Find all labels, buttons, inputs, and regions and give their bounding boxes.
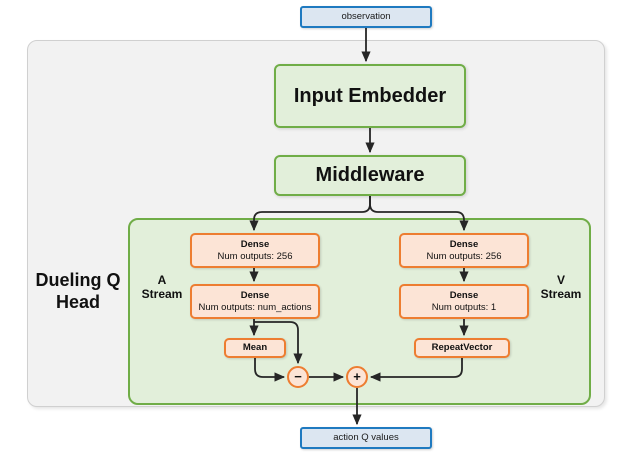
action-q-values-label: action Q values [333,432,399,444]
subtract-operator-label: − [294,368,302,384]
v-stream-label-line1: V [556,273,565,287]
repeatvector-node: RepeatVector [414,338,510,358]
v-stream-dense-1-title: Dense [449,289,479,301]
a-stream-dense-256-subtitle: Num outputs: 256 [217,250,293,262]
a-stream-dense-256-title: Dense [240,238,270,250]
mean-node: Mean [224,338,286,358]
middleware-node: Middleware [274,155,466,196]
a-stream-dense-numactions-title: Dense [240,289,270,301]
subtract-operator-node: − [287,366,309,388]
v-stream-dense-256-node: Dense Num outputs: 256 [399,233,529,268]
observation-node: observation [300,6,432,28]
a-stream-dense-numactions-node: Dense Num outputs: num_actions [190,284,320,319]
add-operator-label: + [353,368,361,384]
v-stream-dense-1-subtitle: Num outputs: 1 [431,301,497,313]
v-stream-dense-256-subtitle: Num outputs: 256 [426,250,502,262]
dueling-q-head-label-line2: Head [55,291,100,312]
repeatvector-label: RepeatVector [431,342,493,354]
mean-label: Mean [242,342,268,354]
a-stream-dense-256-node: Dense Num outputs: 256 [190,233,320,268]
v-stream-dense-256-title: Dense [449,238,479,250]
v-stream-label-line2: Stream [540,287,582,302]
action-q-values-node: action Q values [300,427,432,449]
add-operator-node: + [346,366,368,388]
dueling-q-head-label-line1: Dueling Q [35,270,121,290]
a-stream-dense-numactions-subtitle: Num outputs: num_actions [198,301,312,313]
a-stream-label-line2: Stream [141,287,183,302]
v-stream-label: V Stream [534,273,588,302]
observation-label: observation [341,11,391,23]
input-embedder-node: Input Embedder [274,64,466,128]
a-stream-label: A Stream [136,273,188,302]
a-stream-label-line1: A [157,273,167,287]
v-stream-dense-1-node: Dense Num outputs: 1 [399,284,529,319]
dueling-q-head-label: Dueling Q Head [30,270,126,313]
middleware-label: Middleware [315,164,425,186]
input-embedder-label: Input Embedder [293,84,447,107]
